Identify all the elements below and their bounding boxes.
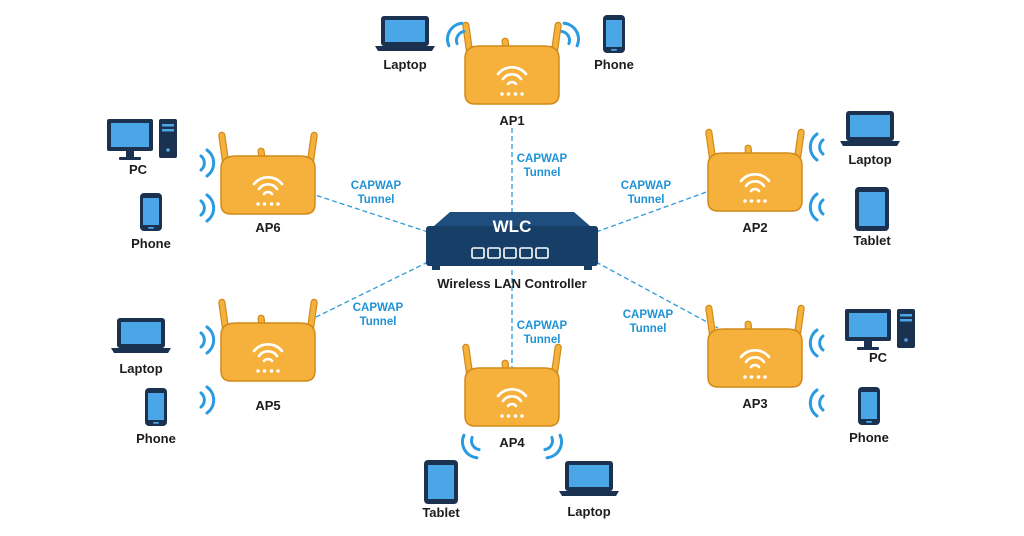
access-point-ap6: AP6 bbox=[217, 130, 319, 235]
laptop-icon bbox=[111, 318, 171, 353]
device-label: PC bbox=[129, 162, 148, 177]
device-ap2-tablet: Tablet bbox=[853, 187, 891, 248]
wifi-wave-icon bbox=[808, 328, 825, 358]
laptop-icon bbox=[840, 111, 900, 146]
tunnel-label-line2: Tunnel bbox=[630, 323, 667, 335]
wlc-subtitle: Wireless LAN Controller bbox=[437, 276, 586, 291]
device-label: Phone bbox=[849, 430, 889, 445]
device-ap5-phone: Phone bbox=[136, 388, 176, 446]
wifi-wave-icon bbox=[808, 388, 825, 418]
device-label: Laptop bbox=[119, 361, 162, 376]
device-label: Laptop bbox=[383, 57, 426, 72]
device-ap6-pc: PC bbox=[107, 119, 177, 177]
wifi-wave-icon bbox=[808, 132, 825, 162]
device-label: PC bbox=[869, 350, 888, 365]
pc-icon bbox=[845, 309, 915, 350]
access-point-label: AP4 bbox=[499, 435, 525, 450]
access-point-ap3: AP3 bbox=[704, 303, 806, 411]
tunnel-label-ap1: CAPWAP Tunnel bbox=[517, 153, 568, 179]
tablet-icon bbox=[855, 187, 889, 231]
tunnel-label-ap2: CAPWAP Tunnel bbox=[621, 180, 672, 206]
device-label: Phone bbox=[131, 236, 171, 251]
tunnel-label-line1: CAPWAP bbox=[621, 180, 672, 192]
tunnel-label-line2: Tunnel bbox=[524, 334, 561, 346]
tunnel-label-ap6: CAPWAP Tunnel bbox=[351, 180, 402, 206]
access-point-label: AP5 bbox=[255, 398, 280, 413]
tunnel-label-line1: CAPWAP bbox=[351, 180, 402, 192]
access-point-ap5: AP5 bbox=[217, 297, 319, 413]
wlc-controller: WLC Wireless LAN Controller bbox=[426, 212, 598, 291]
access-point-label: AP3 bbox=[742, 396, 767, 411]
access-point-ap4: AP4 bbox=[461, 342, 563, 450]
wifi-wave-icon bbox=[540, 430, 568, 463]
tunnel-label-ap3: CAPWAP Tunnel bbox=[623, 309, 674, 335]
device-ap1-laptop: Laptop bbox=[375, 16, 435, 72]
device-label: Tablet bbox=[853, 233, 891, 248]
wlc-ports bbox=[471, 247, 549, 259]
device-ap1-phone: Phone bbox=[594, 15, 634, 72]
device-ap3-phone: Phone bbox=[849, 387, 889, 445]
tunnel-label-line1: CAPWAP bbox=[353, 302, 404, 314]
access-point-label: AP2 bbox=[742, 220, 767, 235]
device-label: Tablet bbox=[422, 505, 460, 520]
wifi-wave-icon bbox=[199, 148, 216, 178]
device-label: Phone bbox=[136, 431, 176, 446]
tunnel-label-line1: CAPWAP bbox=[623, 309, 674, 321]
tunnel-link-ap5 bbox=[309, 261, 429, 321]
tunnel-label-line1: CAPWAP bbox=[517, 153, 568, 165]
access-point-label: AP6 bbox=[255, 220, 280, 235]
device-ap5-laptop: Laptop bbox=[111, 318, 171, 376]
tunnel-label-ap4: CAPWAP Tunnel bbox=[517, 320, 568, 346]
tunnel-link-ap3 bbox=[595, 261, 719, 329]
access-point-ap2: AP2 bbox=[704, 127, 806, 235]
tunnel-label-line2: Tunnel bbox=[524, 167, 561, 179]
laptop-icon bbox=[559, 461, 619, 496]
tunnel-label-line2: Tunnel bbox=[358, 194, 395, 206]
tablet-icon bbox=[424, 460, 458, 504]
access-point-label: AP1 bbox=[499, 113, 524, 128]
tunnel-links bbox=[309, 128, 719, 384]
phone-icon bbox=[145, 388, 167, 426]
wifi-wave-icon bbox=[557, 18, 585, 51]
tunnel-link-ap6 bbox=[311, 193, 429, 233]
tunnel-link-ap2 bbox=[595, 189, 713, 233]
device-ap6-phone: Phone bbox=[131, 193, 171, 251]
device-ap4-laptop: Laptop bbox=[559, 461, 619, 519]
phone-icon bbox=[603, 15, 625, 53]
wifi-wave-icon bbox=[808, 192, 825, 222]
device-label: Laptop bbox=[567, 504, 610, 519]
phone-icon bbox=[858, 387, 880, 425]
device-label: Phone bbox=[594, 57, 634, 72]
pc-icon bbox=[107, 119, 177, 160]
wifi-wave-icon bbox=[199, 385, 216, 415]
wifi-wave-icon bbox=[199, 193, 216, 223]
laptop-icon bbox=[375, 16, 435, 51]
tunnel-label-ap5: CAPWAP Tunnel bbox=[353, 302, 404, 328]
tunnel-label-line2: Tunnel bbox=[628, 194, 665, 206]
access-point-ap1: AP1 bbox=[461, 20, 563, 128]
phone-icon bbox=[140, 193, 162, 231]
tunnel-label-line1: CAPWAP bbox=[517, 320, 568, 332]
wifi-wave-icon bbox=[199, 325, 216, 355]
device-ap3-pc: PC bbox=[845, 309, 915, 365]
tunnel-label-line2: Tunnel bbox=[360, 316, 397, 328]
device-ap4-tablet: Tablet bbox=[422, 460, 460, 520]
wlc-title: WLC bbox=[493, 217, 532, 236]
device-ap2-laptop: Laptop bbox=[840, 111, 900, 167]
wifi-wave-icon bbox=[456, 430, 484, 463]
device-label: Laptop bbox=[848, 152, 891, 167]
